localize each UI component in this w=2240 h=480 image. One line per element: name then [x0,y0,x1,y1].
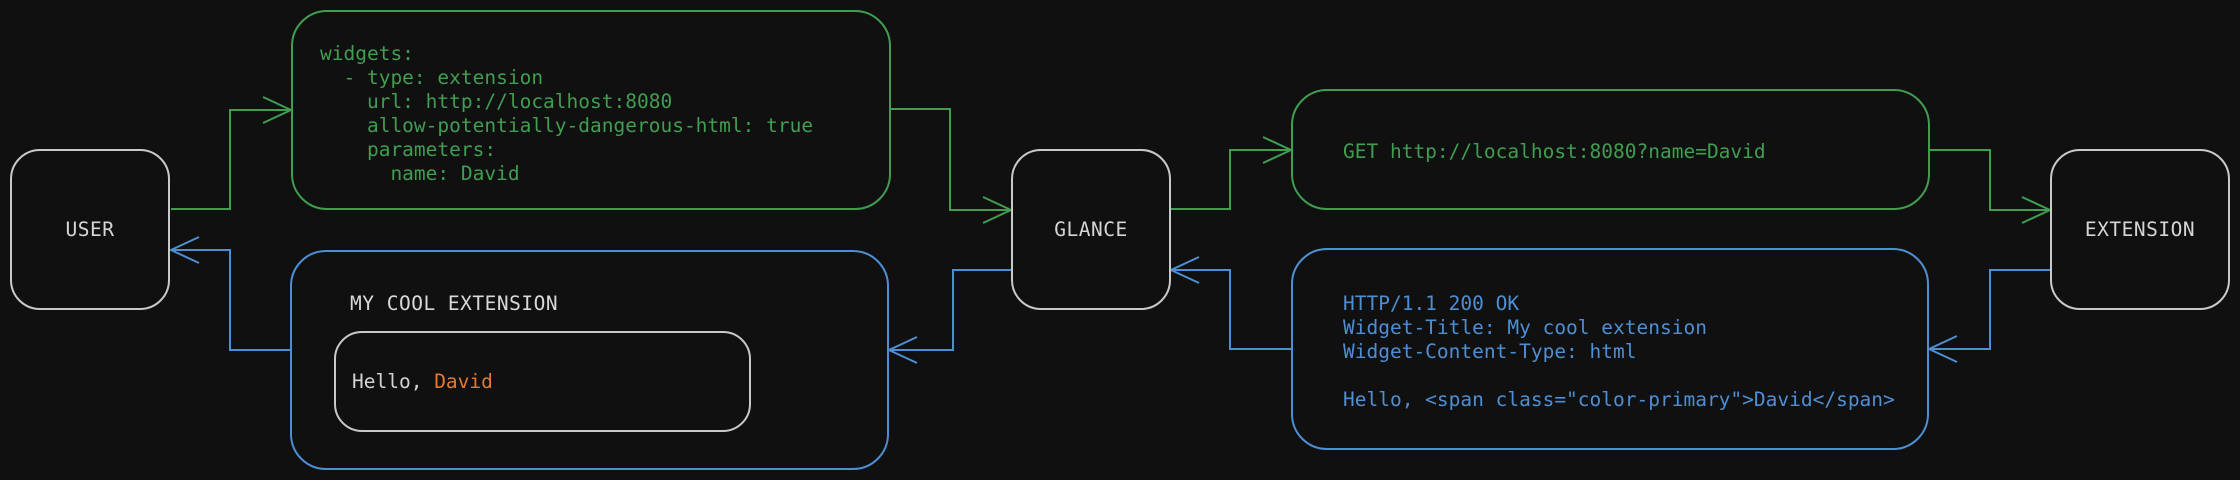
node-extension-label: EXTENSION [2084,218,2196,241]
arrowhead-left-icon [1168,256,1200,284]
greeting-prefix: Hello, [352,370,435,393]
arrow-user-to-config [171,96,294,210]
arrow-request-to-extension [1930,149,2053,224]
http-request-box: GET http://localhost:8080?name=David [1291,89,1930,210]
arrow-widget-to-user [168,236,290,351]
http-request-code: GET http://localhost:8080?name=David [1343,140,1766,163]
http-response-box: HTTP/1.1 200 OK Widget-Title: My cool ex… [1291,248,1929,450]
yaml-config-box: widgets: - type: extension url: http://l… [291,10,891,210]
node-glance: GLANCE [1011,149,1171,310]
widget-preview-box: MY COOL EXTENSION Hello, David [290,250,889,470]
arrowhead-left-icon [168,236,200,264]
arrow-extension-to-response [1926,269,2050,363]
greeting-name: David [434,370,493,393]
yaml-config-code: widgets: - type: extension url: http://l… [320,42,814,185]
widget-title: MY COOL EXTENSION [350,292,559,315]
arrow-glance-to-request [1171,136,1294,210]
arrowhead-left-icon [886,336,918,364]
http-response-code: HTTP/1.1 200 OK Widget-Title: My cool ex… [1343,292,1895,411]
arrow-config-to-glance [891,108,1014,224]
arrowhead-left-icon [1926,335,1958,363]
arrow-glance-to-widget [886,269,1011,364]
arrow-response-to-glance [1168,256,1291,350]
node-user-label: USER [65,218,115,241]
widget-greeting-box: Hello, David [334,331,751,432]
node-glance-label: GLANCE [1054,218,1128,241]
node-user: USER [10,149,170,310]
node-extension: EXTENSION [2050,149,2230,310]
